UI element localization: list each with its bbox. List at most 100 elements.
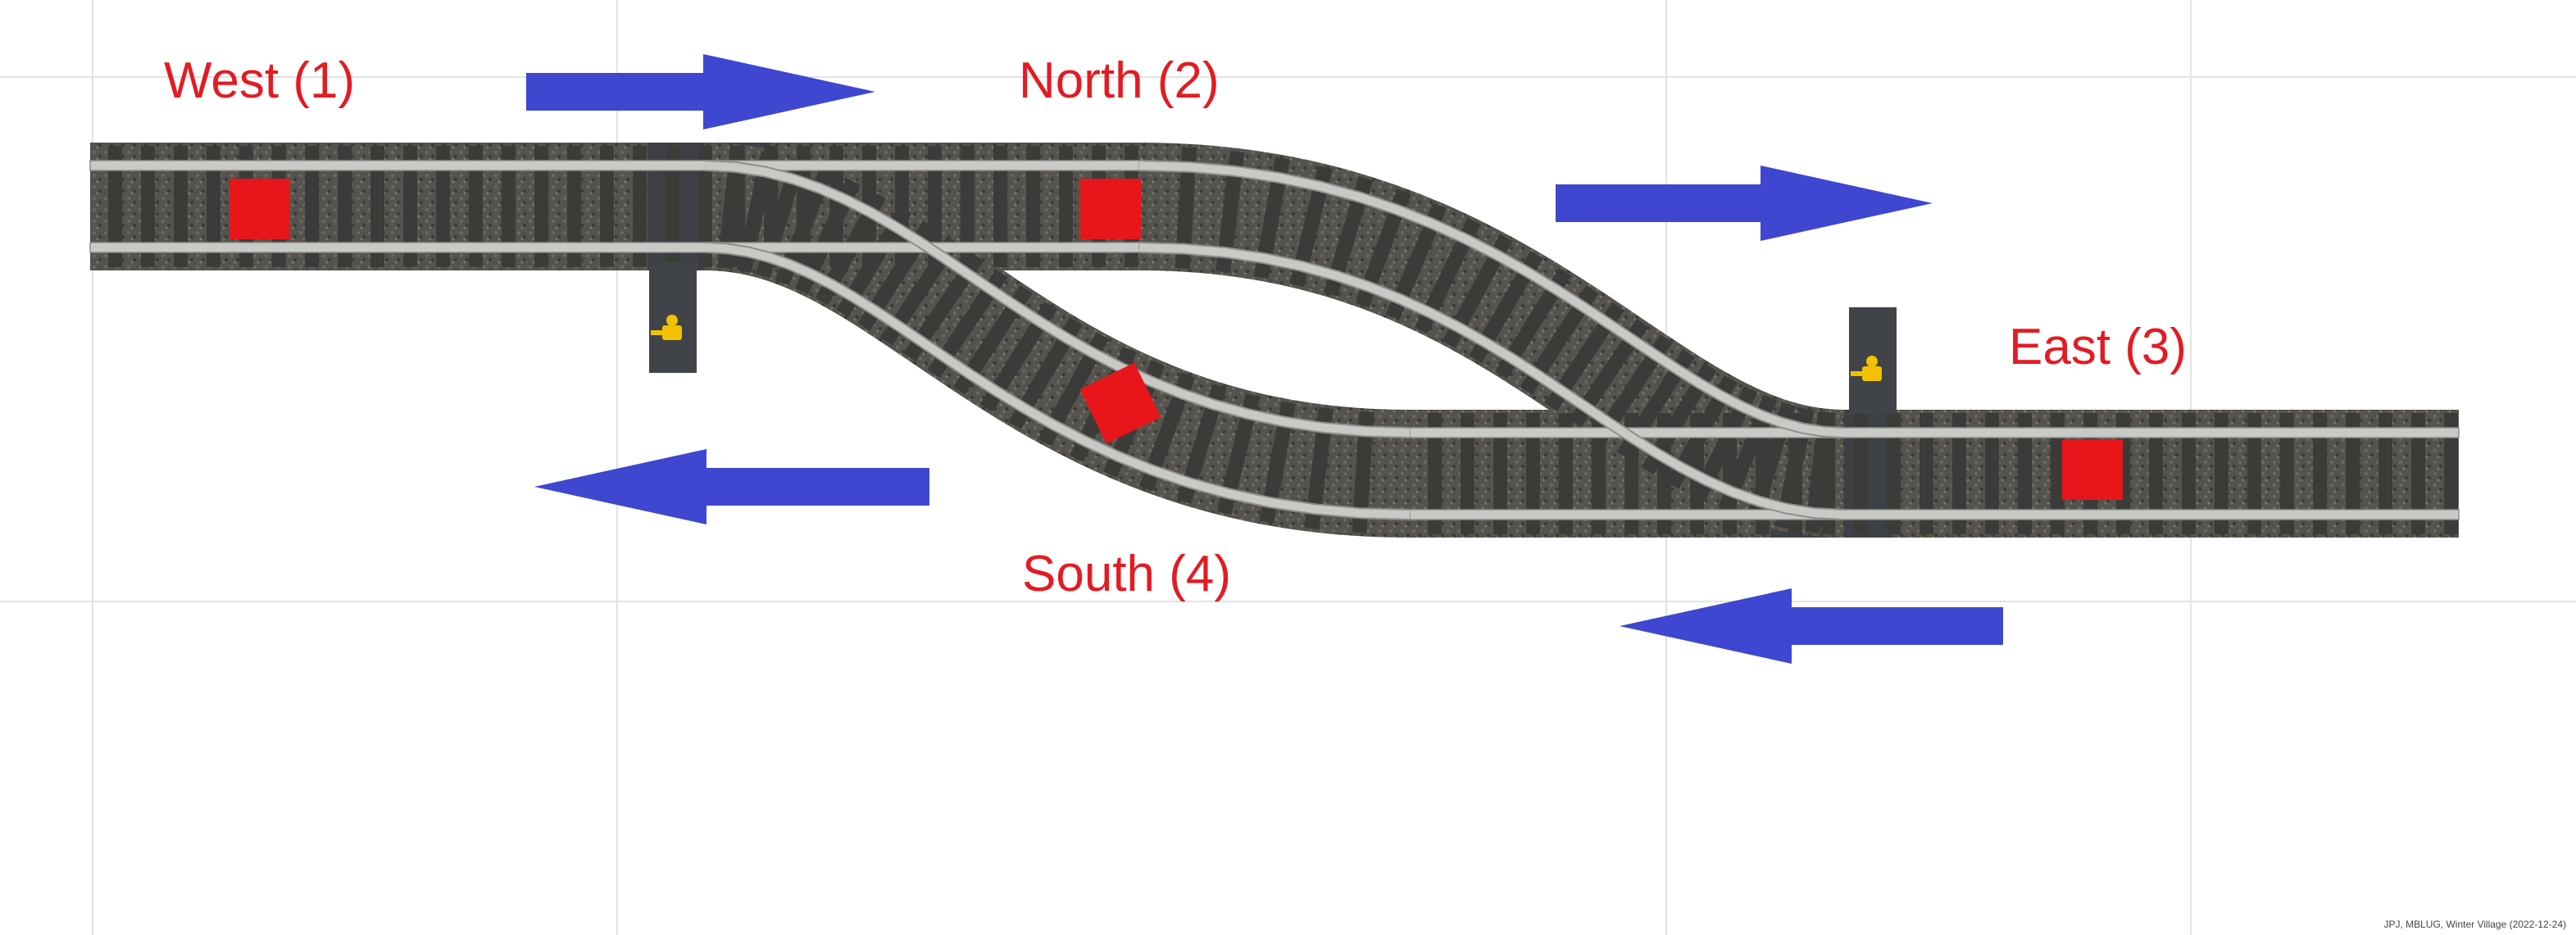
sleeper	[1641, 362, 1717, 474]
sleeper	[1569, 319, 1649, 428]
switch-lever-arm	[651, 330, 662, 335]
east-label: East (3)	[2009, 319, 2188, 375]
sleeper	[633, 146, 647, 267]
sleeper	[1854, 413, 1868, 534]
rail	[1138, 243, 1845, 519]
sleeper	[993, 146, 1007, 267]
sleeper	[1920, 413, 1933, 534]
sleeper	[879, 236, 961, 346]
sleeper	[2149, 413, 2163, 534]
sensor-marker	[1080, 179, 1141, 239]
sleeper	[1494, 268, 1572, 379]
sleeper	[1691, 385, 1758, 502]
sleeper	[403, 146, 417, 267]
sleeper	[2215, 413, 2228, 534]
rail	[1409, 427, 2460, 438]
direction-arrow-left	[534, 449, 929, 524]
direction-arrow-left	[1620, 588, 2003, 664]
sleeper	[2051, 413, 2065, 534]
sleeper	[1215, 150, 1245, 273]
sleeper	[903, 252, 984, 361]
sleeper	[567, 146, 581, 267]
sleeper	[108, 146, 122, 267]
sleeper	[1059, 146, 1073, 267]
sleeper	[1493, 413, 1507, 534]
sleeper	[469, 146, 483, 267]
sleeper	[600, 146, 614, 267]
sleeper	[1952, 413, 1966, 534]
sleeper	[1442, 234, 1513, 348]
sleeper	[1289, 166, 1333, 288]
sleeper	[1174, 147, 1197, 270]
sleeper	[1216, 393, 1261, 515]
rail	[704, 243, 1411, 519]
sleeper	[1253, 157, 1290, 279]
sleeper	[927, 269, 1008, 379]
rail	[704, 161, 1411, 437]
west-label: West (1)	[164, 52, 356, 109]
sleeper	[534, 146, 548, 267]
sleeper	[1461, 413, 1474, 534]
sleeper	[2018, 413, 2032, 534]
sleeper	[1559, 413, 1573, 534]
sleeper	[1718, 394, 1778, 513]
sleeper	[207, 146, 220, 267]
sleeper	[1520, 285, 1599, 395]
sleeper	[961, 146, 975, 267]
sleeper	[1544, 302, 1624, 411]
sleeper	[979, 301, 1057, 412]
sleeper	[2182, 413, 2196, 534]
sleeper	[1592, 413, 1606, 534]
sleeper	[953, 285, 1033, 395]
sleeper	[1985, 413, 1999, 534]
switch-lever-knob	[666, 315, 678, 326]
sleeper	[928, 146, 942, 267]
decor-layer	[229, 54, 2123, 664]
sleeper	[1026, 146, 1040, 267]
rails-layer	[89, 160, 2460, 520]
direction-arrow-right	[526, 54, 875, 129]
sleeper	[1385, 202, 1447, 320]
sleeper	[141, 146, 155, 267]
switch-lever-icon	[1862, 366, 1882, 381]
south-label: South (4)	[1022, 546, 1232, 602]
sleeper	[2444, 413, 2458, 534]
rail	[89, 160, 1140, 171]
sensor-marker	[229, 179, 290, 239]
sleeper	[436, 146, 450, 267]
sleeper	[1592, 334, 1673, 444]
east-switch-lever	[1849, 307, 1897, 414]
sleeper	[305, 146, 319, 267]
sleeper	[836, 205, 911, 318]
rail	[1138, 161, 1845, 437]
sleeper	[1526, 413, 1540, 534]
sleeper	[2247, 413, 2261, 534]
credit-text: JPJ, MBLUG, Winter Village (2022-12-24)	[2383, 919, 2566, 930]
grid-line	[92, 0, 93, 935]
grid-line	[0, 76, 2576, 78]
sleeper	[502, 146, 516, 267]
sleeper	[2411, 413, 2425, 534]
sleeper	[1355, 188, 1411, 308]
sleeper	[1259, 401, 1296, 524]
sleeper	[1805, 411, 1833, 533]
north-label: North (2)	[1019, 52, 1220, 109]
sleeper	[794, 178, 861, 295]
sleeper	[2378, 413, 2392, 534]
sleeper	[2346, 413, 2360, 534]
sleeper	[1008, 317, 1083, 429]
grid-line	[0, 601, 2576, 602]
sleeper	[775, 167, 834, 286]
direction-arrow-right	[1556, 166, 1933, 241]
grid-line	[616, 0, 618, 935]
sleeper	[1469, 251, 1543, 364]
sleeper	[1323, 176, 1374, 297]
sleeper	[698, 146, 712, 267]
sleeper	[717, 147, 745, 270]
sleeper	[1038, 332, 1110, 447]
sleeper	[666, 146, 679, 267]
sleeper	[1176, 384, 1227, 504]
sleeper	[1414, 218, 1481, 334]
sleeper	[1352, 411, 1374, 533]
